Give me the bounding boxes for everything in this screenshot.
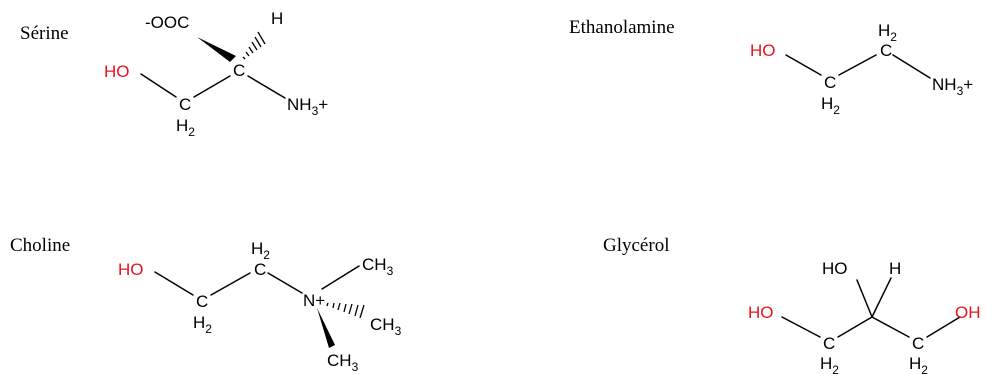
ethanolamine-hydroxyl-label: HO	[750, 41, 776, 60]
glycerol-hydrogen-label: H	[889, 259, 901, 278]
serine-hydroxyl-label: HO	[104, 62, 130, 81]
ethanolamine-c1-c2-bond	[838, 54, 877, 76]
choline-molecule: Choline HO C H2 H2 C N+ CH3 CH3 CH3	[10, 235, 402, 374]
glycerol-c3-hydrogen-label: H2	[909, 354, 928, 374]
ethanolamine-amine-label: NH3+	[932, 75, 973, 98]
choline-c2-label: C	[254, 260, 266, 279]
ethanolamine-c1-label: C	[824, 73, 836, 92]
glycerol-ho-c1-bond	[781, 316, 821, 338]
ethanolamine-c1-hydrogen-label: H2	[821, 94, 840, 117]
choline-nitrogen-label: N+	[303, 291, 325, 310]
serine-ch2-calpha-bond	[193, 75, 231, 98]
glycerol-c2-h-bond	[871, 277, 892, 318]
choline-methyl2-hash-bond	[326, 302, 365, 319]
choline-name: Choline	[10, 235, 70, 256]
serine-calpha-n-bond	[247, 75, 286, 99]
glycerol-name: Glycérol	[603, 235, 669, 256]
glycerol-c1-c2-bond	[837, 316, 873, 338]
choline-methyl2-label: CH3	[370, 315, 402, 338]
serine-alpha-carbon-label: C	[233, 61, 245, 80]
choline-ho-c1-bond	[154, 271, 194, 296]
glycerol-c2-c3-bond	[871, 316, 910, 338]
serine-carboxyl-wedge-bond	[197, 37, 236, 62]
glycerol-right-hydroxyl-label: OH	[955, 303, 981, 322]
ethanolamine-molecule: Ethanolamine HO C H2 H2 C NH3+	[569, 17, 973, 117]
glycerol-c2-ho-bond	[856, 279, 873, 318]
glycerol-c1-hydrogen-label: H2	[820, 354, 839, 374]
choline-c2-hydrogen-label: H2	[251, 239, 270, 262]
ethanolamine-c2-n-bond	[892, 54, 931, 79]
serine-amine-label: NH3+	[287, 95, 328, 118]
choline-c1-label: C	[196, 292, 208, 311]
choline-c2-n-bond	[267, 272, 303, 294]
choline-n-methyl1-bond	[321, 265, 360, 290]
serine-hydrogen-hash-bond	[242, 31, 266, 60]
serine-molecule: Sérine -OOC H C HO C H2 NH3+	[20, 9, 328, 139]
glycerol-c3-label: C	[912, 334, 924, 353]
choline-methyl3-label: CH3	[327, 351, 359, 374]
choline-c1-hydrogen-label: H2	[193, 313, 212, 336]
ethanolamine-ho-c1-bond	[785, 54, 822, 76]
serine-ch2-hydrogen-label: H2	[176, 116, 195, 139]
glycerol-c3-oh-bond	[926, 316, 961, 338]
serine-hydrogen-label: H	[271, 9, 283, 28]
serine-name: Sérine	[20, 23, 69, 44]
serine-ch2-carbon-label: C	[179, 95, 191, 114]
choline-methyl3-wedge-bond	[317, 308, 335, 348]
ethanolamine-c2-hydrogen-label: H2	[878, 21, 897, 44]
serine-ho-ch2-bond	[140, 73, 177, 98]
serine-carboxylate-label: -OOC	[145, 13, 189, 32]
glycerol-top-hydroxyl-label: HO	[822, 259, 848, 278]
glycerol-left-hydroxyl-label: HO	[748, 303, 774, 322]
ethanolamine-c2-label: C	[880, 41, 892, 60]
ethanolamine-name: Ethanolamine	[569, 17, 675, 38]
glycerol-c1-label: C	[823, 334, 835, 353]
choline-methyl1-label: CH3	[362, 255, 394, 278]
glycerol-molecule: Glycérol HO H HO OH C H2 C H2	[603, 235, 981, 374]
choline-hydroxyl-label: HO	[118, 260, 144, 279]
choline-c1-c2-bond	[210, 272, 251, 296]
